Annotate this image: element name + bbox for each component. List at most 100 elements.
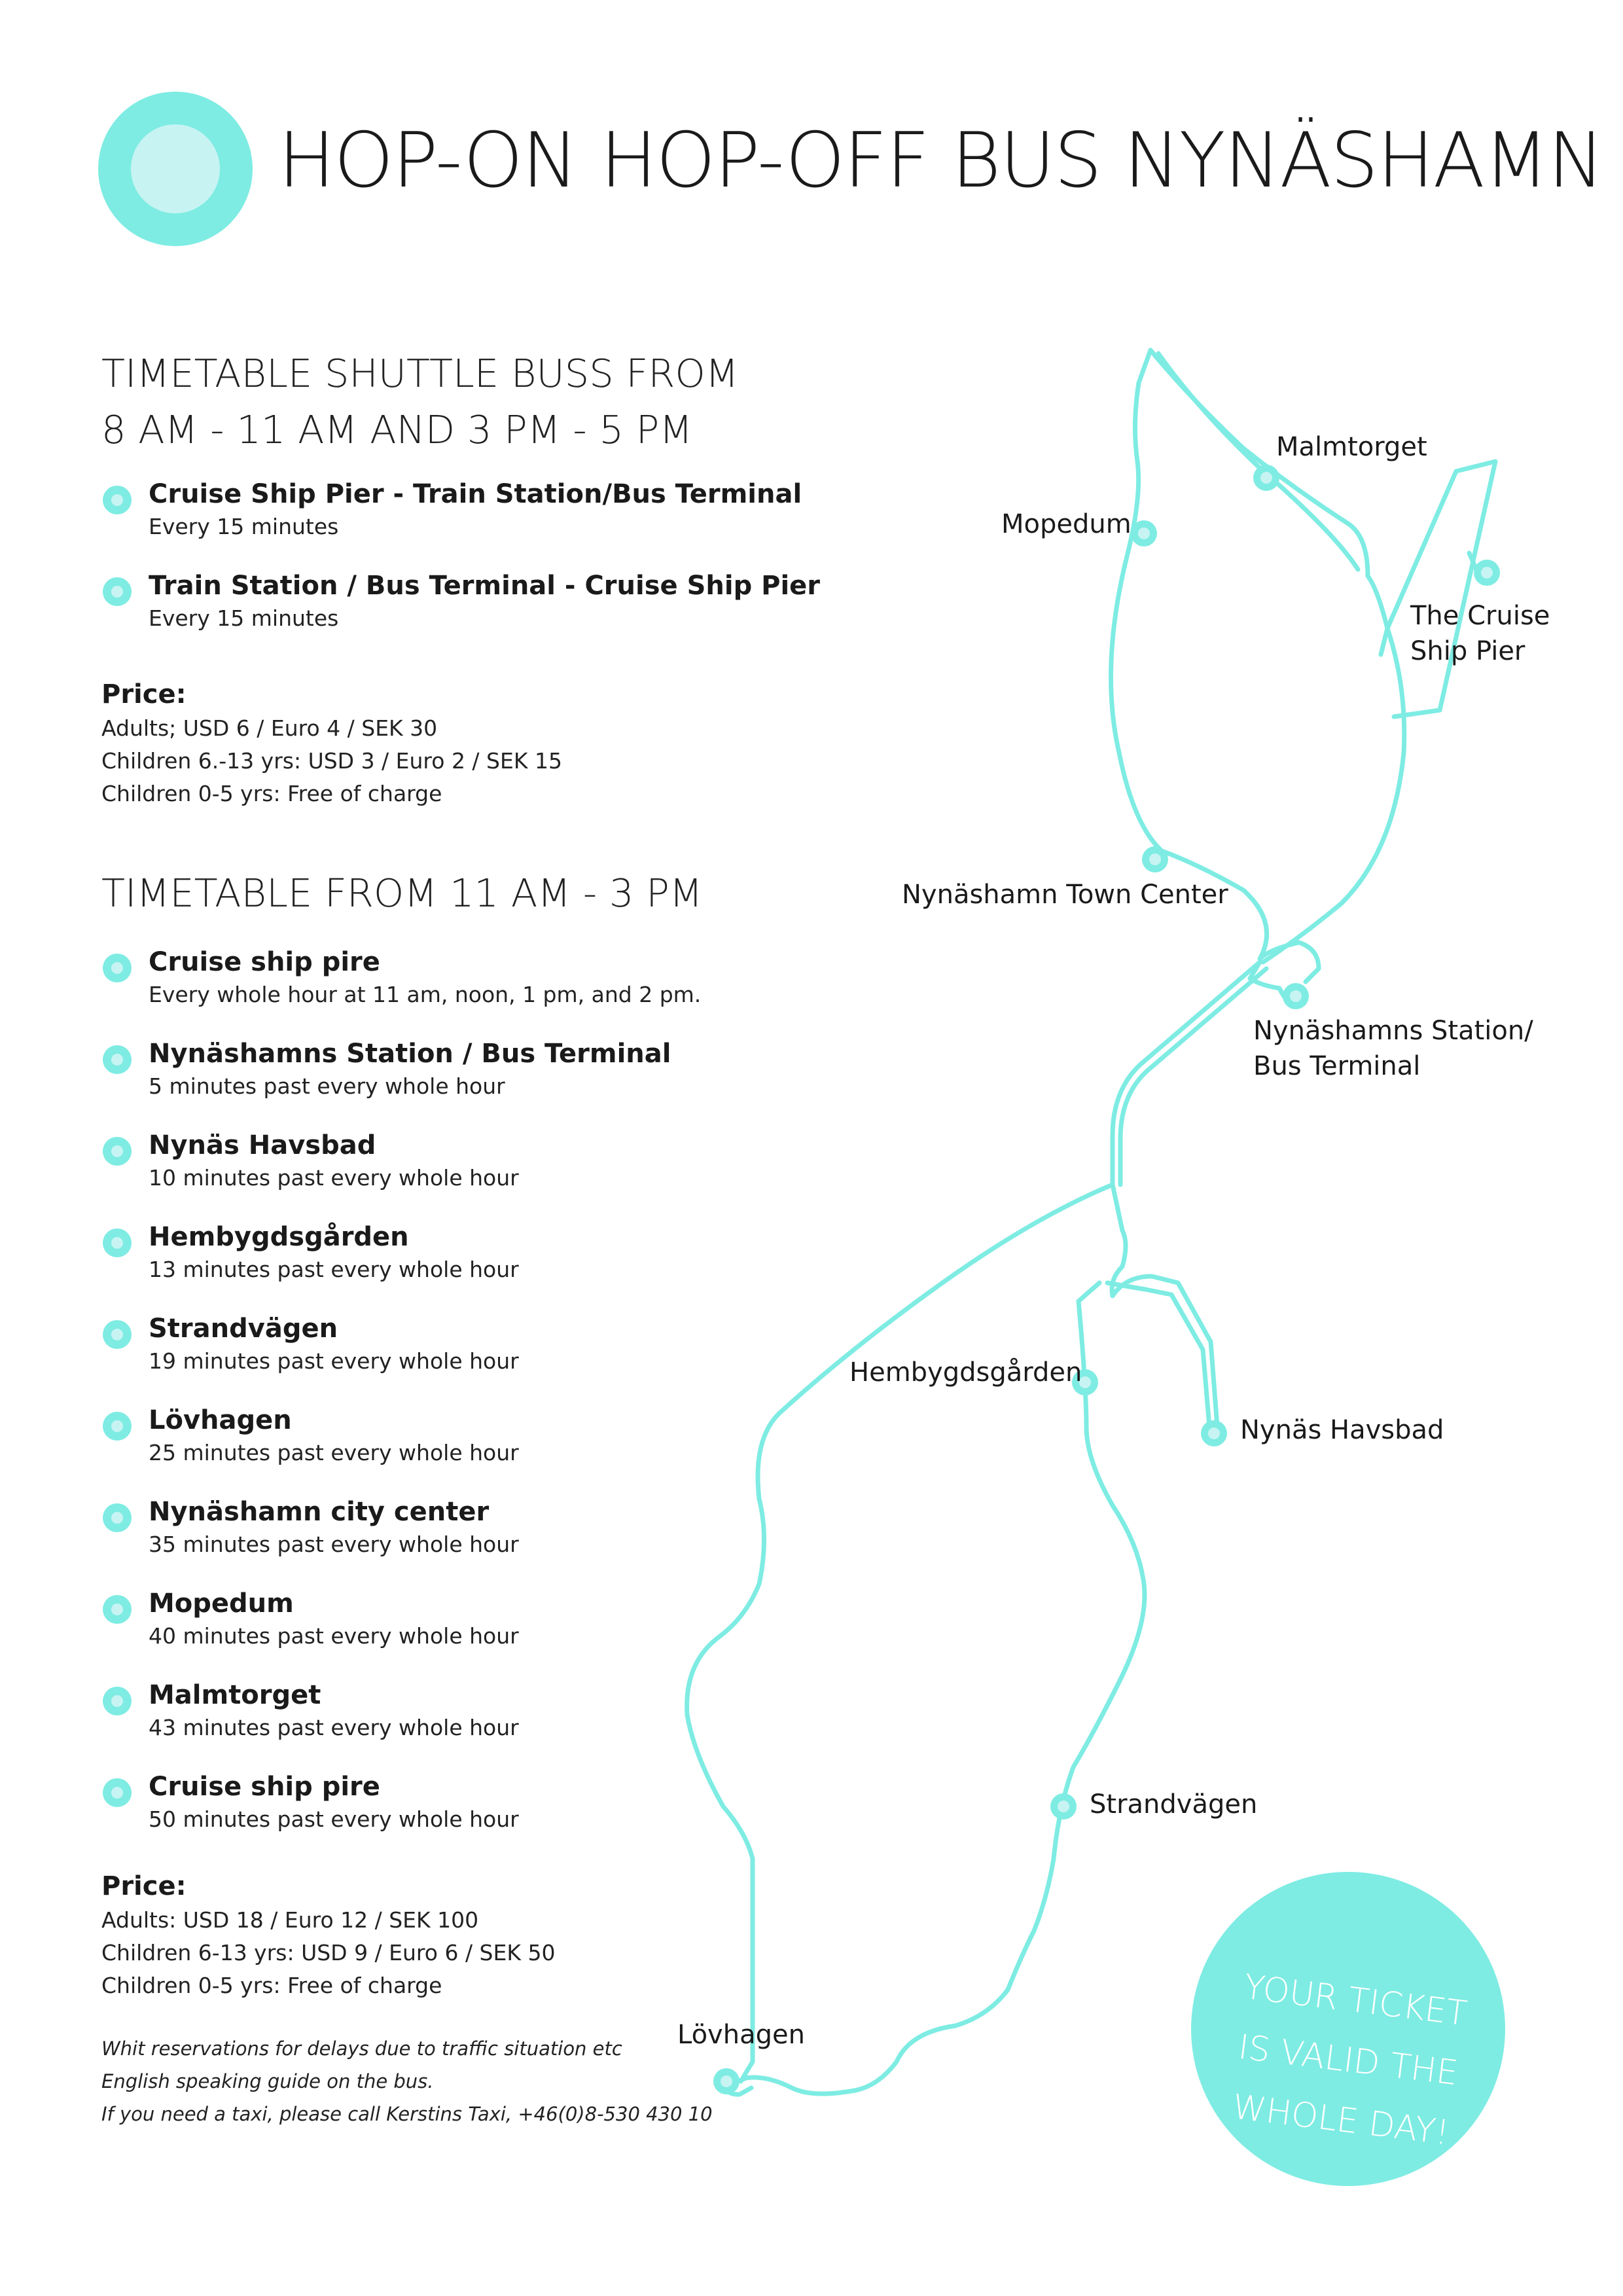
route-line [1109, 1182, 1220, 1429]
list-item: Nynäs Havsbad 10 minutes past every whol… [101, 1128, 701, 1219]
note-line: English speaking guide on the bus. [101, 2070, 434, 2092]
map-label-station-1: Nynäshamns Station/ [1253, 1016, 1533, 1046]
map-label-mopedum: Mopedum [1001, 509, 1132, 539]
list-item: Mopedum 40 minutes past every whole hour [101, 1586, 701, 1677]
map-label-station-2: Bus Terminal [1253, 1051, 1420, 1081]
map-stop-icon [1481, 567, 1493, 579]
shuttle-route-list: Cruise Ship Pier - Train Station/Bus Ter… [101, 476, 820, 660]
stop-dot-icon [103, 1320, 132, 1349]
stop-dot-icon [103, 1045, 132, 1074]
map-stop-icon [1208, 1427, 1220, 1439]
map-label-lovhagen: Lövhagen [677, 2020, 805, 2050]
route-line [725, 1280, 1147, 2097]
stop-time: 50 minutes past every whole hour [149, 1806, 519, 1832]
stop-name: Lövhagen [149, 1405, 292, 1435]
stop-time: 5 minutes past every whole hour [149, 1073, 505, 1099]
stop-name: Cruise ship pire [149, 947, 380, 977]
shuttle-price: Price: Adults; USD 6 / Euro 4 / SEK 30 C… [101, 677, 562, 810]
route-line [685, 1182, 1115, 2084]
shuttle-route: Cruise Ship Pier - Train Station/Bus Ter… [101, 476, 820, 568]
stop-time: 19 minutes past every whole hour [149, 1348, 519, 1374]
stop-dot-icon [103, 954, 132, 982]
shuttle-heading-line2: 8 AM - 11 AM AND 3 PM - 5 PM [101, 407, 693, 452]
list-item: Cruise ship pire 50 minutes past every w… [101, 1769, 701, 1861]
stop-name: Hembygdsgården [149, 1222, 409, 1252]
map-stop-icon [1058, 1801, 1069, 1812]
price-label: Price: [101, 679, 187, 709]
map-stop-icon [1290, 990, 1302, 1002]
stop-dot-icon [103, 577, 132, 606]
map-label-havsbad: Nynäs Havsbad [1240, 1415, 1444, 1445]
route-name: Cruise Ship Pier - Train Station/Bus Ter… [149, 479, 802, 509]
map-stop-icon [1260, 472, 1272, 484]
stop-name: Mopedum [149, 1588, 294, 1619]
route-line [1378, 459, 1498, 719]
stop-dot-icon [103, 1687, 132, 1715]
hop-price: Price: Adults: USD 18 / Euro 12 / SEK 10… [101, 1869, 555, 2002]
shuttle-heading: TIMETABLE SHUTTLE BUSS FROM 8 AM - 11 AM… [101, 346, 739, 458]
stop-time: 13 minutes past every whole hour [149, 1257, 519, 1282]
stop-name: Strandvägen [149, 1314, 338, 1344]
list-item: Lövhagen 25 minutes past every whole hou… [101, 1403, 701, 1494]
list-item: Cruise ship pire Every whole hour at 11 … [101, 944, 701, 1036]
stop-name: Nynäshamns Station / Bus Terminal [149, 1039, 671, 1069]
price-line: Children 6.-13 yrs: USD 3 / Euro 2 / SEK… [101, 748, 562, 774]
stop-time: Every whole hour at 11 am, noon, 1 pm, a… [149, 982, 702, 1007]
page-title: HOP-ON HOP-OFF BUS NYNÄSHAMN [278, 117, 1605, 205]
stop-dot-icon [103, 1412, 132, 1441]
map-stop-dots [713, 465, 1500, 2094]
logo-inner-circle [131, 124, 220, 213]
map-label-town-center: Nynäshamn Town Center [902, 880, 1228, 910]
map-label-cruise-pier-2: Ship Pier [1410, 636, 1525, 666]
route-line [1105, 1280, 1212, 1429]
stop-time: 25 minutes past every whole hour [149, 1440, 519, 1465]
stop-time: 43 minutes past every whole hour [149, 1715, 519, 1740]
route-line [1109, 348, 1270, 961]
list-item: Hembygdsgården 13 minutes past every who… [101, 1219, 701, 1311]
price-line: Children 6-13 yrs: USD 9 / Euro 6 / SEK … [101, 1940, 556, 1965]
stop-time: 40 minutes past every whole hour [149, 1623, 519, 1649]
stop-name: Nynäshamn city center [149, 1497, 490, 1527]
stop-time: 10 minutes past every whole hour [149, 1165, 519, 1191]
stop-name: Nynäs Havsbad [149, 1130, 376, 1160]
price-line: Adults; USD 6 / Euro 4 / SEK 30 [101, 715, 438, 741]
list-item: Malmtorget 43 minutes past every whole h… [101, 1677, 701, 1769]
ticket-badge-text: YOUR TICKET IS VALID THE WHOLE DAY! [1181, 1952, 1515, 2169]
price-label: Price: [101, 1871, 187, 1901]
map-label-cruise-pier-1: The Cruise [1410, 601, 1550, 631]
map-label-hembygdsgarden: Hembygdsgården [849, 1357, 1082, 1388]
stop-dot-icon [103, 1229, 132, 1257]
shuttle-route: Train Station / Bus Terminal - Cruise Sh… [101, 568, 820, 660]
shuttle-heading-line1: TIMETABLE SHUTTLE BUSS FROM [101, 351, 739, 396]
note-line: Whit reservations for delays due to traf… [101, 2037, 622, 2060]
ticket-badge: YOUR TICKET IS VALID THE WHOLE DAY! [1191, 1872, 1505, 2186]
note-line: If you need a taxi, please call Kerstins… [101, 2103, 713, 2125]
list-item: Strandvägen 19 minutes past every whole … [101, 1311, 701, 1403]
stop-dot-icon [103, 1595, 132, 1624]
stop-name: Cruise ship pire [149, 1772, 380, 1802]
list-item: Nynäshamn city center 35 minutes past ev… [101, 1494, 701, 1586]
map-label-strandvagen: Strandvägen [1090, 1789, 1257, 1820]
logo-circle [98, 92, 253, 246]
route-frequency: Every 15 minutes [149, 605, 339, 631]
hop-stop-list: Cruise ship pire Every whole hour at 11 … [101, 944, 701, 1861]
stop-dot-icon [103, 486, 132, 514]
stop-dot-icon [103, 1503, 132, 1532]
route-line [1148, 348, 1407, 965]
route-line [1110, 960, 1262, 1187]
stop-name: Malmtorget [149, 1680, 321, 1710]
map-stop-icon [1149, 853, 1161, 865]
route-line [1257, 940, 1321, 984]
price-line: Children 0-5 yrs: Free of charge [101, 781, 442, 806]
map-stop-icon [1079, 1376, 1091, 1388]
list-item: Nynäshamns Station / Bus Terminal 5 minu… [101, 1036, 701, 1128]
route-line [1118, 966, 1269, 1187]
route-frequency: Every 15 minutes [149, 514, 339, 539]
map-stop-icon [1138, 528, 1150, 539]
hop-heading: TIMETABLE FROM 11 AM - 3 PM [101, 870, 703, 916]
price-line: Children 0-5 yrs: Free of charge [101, 1973, 442, 1998]
stop-time: 35 minutes past every whole hour [149, 1532, 519, 1557]
stop-dot-icon [103, 1778, 132, 1807]
map-stop-icon [721, 2075, 732, 2087]
